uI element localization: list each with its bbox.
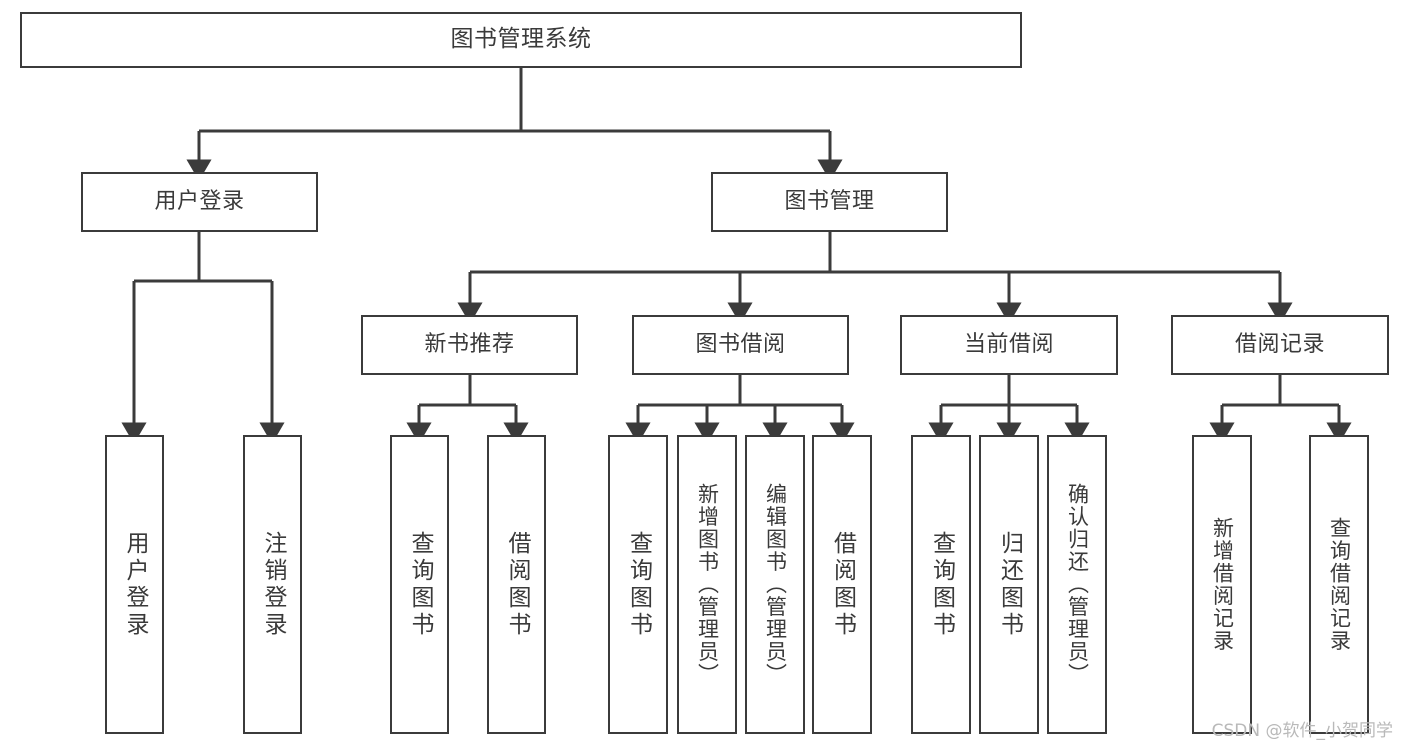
node-leaf-query-record[interactable]: 查询借阅记录 xyxy=(1309,435,1369,734)
node-leaf-edit-book[interactable]: 编辑图书（管理员） xyxy=(745,435,805,734)
node-leaf-borrow-book-2[interactable]: 借阅图书 xyxy=(812,435,872,734)
node-leaf-query-book-3[interactable]: 查询图书 xyxy=(911,435,971,734)
node-label: 用户登录 xyxy=(122,530,148,639)
node-label: 新书推荐 xyxy=(424,332,515,358)
csdn-watermark: CSDN @软件_小贺同学 xyxy=(1211,721,1393,741)
node-label: 注销登录 xyxy=(260,530,286,639)
node-leaf-query-book-2[interactable]: 查询图书 xyxy=(608,435,668,734)
node-current-borrow[interactable]: 当前借阅 xyxy=(900,315,1118,375)
node-leaf-confirm-return[interactable]: 确认归还（管理员） xyxy=(1047,435,1107,734)
node-label: 确认归还（管理员） xyxy=(1065,483,1090,686)
node-root-book-management-system[interactable]: 图书管理系统 xyxy=(20,12,1022,68)
node-label: 编辑图书（管理员） xyxy=(763,483,788,686)
node-book-manage[interactable]: 图书管理 xyxy=(711,172,948,232)
node-label: 查询图书 xyxy=(625,530,652,639)
node-label: 查询图书 xyxy=(928,530,955,639)
node-leaf-borrow-book-1[interactable]: 借阅图书 xyxy=(487,435,546,734)
node-label: 查询借阅记录 xyxy=(1327,517,1352,652)
node-label: 图书管理系统 xyxy=(450,26,592,53)
node-label: 新增借阅记录 xyxy=(1210,517,1235,652)
node-borrow-record[interactable]: 借阅记录 xyxy=(1171,315,1389,375)
node-label: 用户登录 xyxy=(154,189,245,215)
node-label: 图书借阅 xyxy=(695,332,786,358)
node-leaf-add-record[interactable]: 新增借阅记录 xyxy=(1192,435,1252,734)
node-label: 当前借阅 xyxy=(963,332,1054,358)
node-label: 借阅图书 xyxy=(504,530,530,639)
node-label: 图书管理 xyxy=(784,189,875,215)
node-label: 查询图书 xyxy=(407,530,433,639)
node-leaf-add-book[interactable]: 新增图书（管理员） xyxy=(677,435,737,734)
node-label: 归还图书 xyxy=(996,530,1023,639)
node-user-login[interactable]: 用户登录 xyxy=(81,172,318,232)
node-leaf-user-login[interactable]: 用户登录 xyxy=(105,435,164,734)
node-label: 新增图书（管理员） xyxy=(695,483,720,686)
node-leaf-query-book-1[interactable]: 查询图书 xyxy=(390,435,449,734)
node-label: 借阅图书 xyxy=(829,530,856,639)
node-new-book-recommend[interactable]: 新书推荐 xyxy=(361,315,578,375)
node-leaf-logout[interactable]: 注销登录 xyxy=(243,435,302,734)
node-book-borrow[interactable]: 图书借阅 xyxy=(632,315,849,375)
node-leaf-return-book[interactable]: 归还图书 xyxy=(979,435,1039,734)
node-label: 借阅记录 xyxy=(1234,332,1325,358)
